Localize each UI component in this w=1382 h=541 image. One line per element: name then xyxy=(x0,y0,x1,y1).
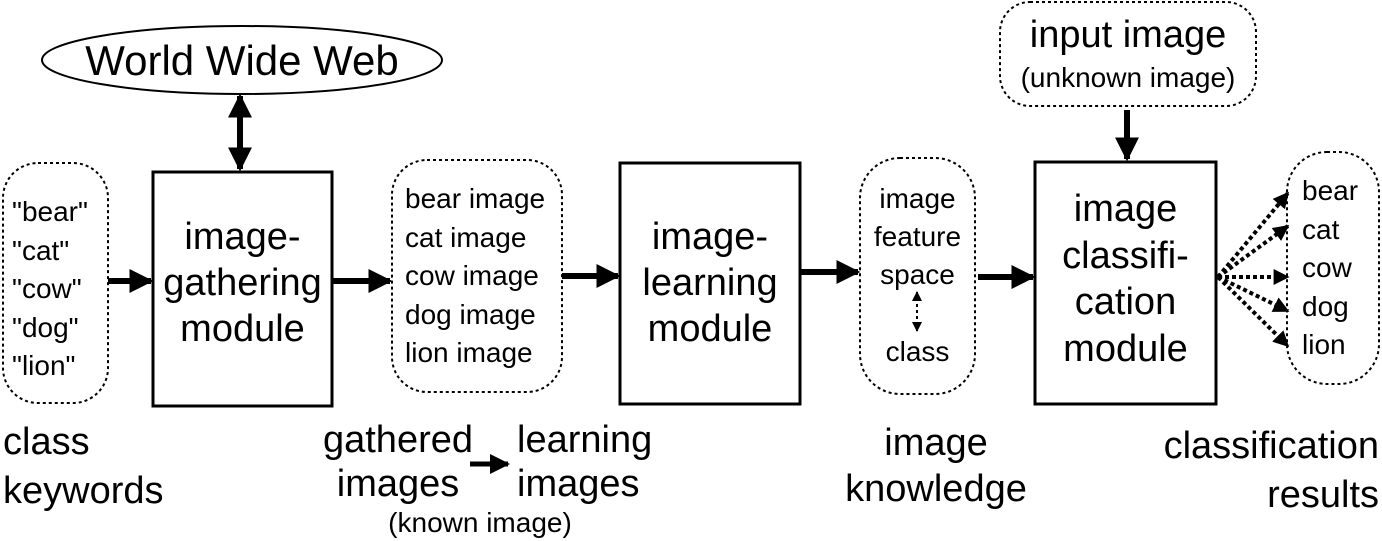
result-item: cat xyxy=(1302,213,1340,245)
result-arrow-bear xyxy=(1216,191,1290,279)
web-label: World Wide Web xyxy=(85,37,399,84)
gathered-image-item: lion image xyxy=(405,337,533,368)
keyword-item: "cat" xyxy=(12,234,70,266)
result-item: bear xyxy=(1302,175,1359,206)
gathered-images-list: bear image cat image cow image dog image… xyxy=(405,180,545,373)
keyword-item: "cow" xyxy=(12,273,82,304)
keyword-item: "bear" xyxy=(12,196,88,227)
input-image-box xyxy=(999,1,1257,107)
keywords-list: "bear" "cat" "cow" "dog" "lion" xyxy=(12,193,88,386)
results-box xyxy=(1286,151,1380,385)
keyword-item: "dog" xyxy=(12,311,79,343)
result-item: dog xyxy=(1302,290,1349,322)
caption-gathered-images: gathered images xyxy=(322,419,473,505)
result-item: lion xyxy=(1302,329,1346,360)
gathering-module-label: image- gathering module xyxy=(163,216,322,350)
result-arrow-cat xyxy=(1216,224,1290,279)
caption-class-keywords: class keywords xyxy=(3,421,164,512)
input-image-subtitle: (unknown image) xyxy=(1020,62,1236,93)
gathered-image-item: cat image xyxy=(405,221,527,253)
knowledge-feature-space: image feature space xyxy=(873,183,962,290)
classification-module-label: image classifi- cation module xyxy=(1062,188,1189,370)
gathered-image-item: dog image xyxy=(405,298,536,330)
result-arrow-lion xyxy=(1216,275,1290,348)
caption-classification-results: classification results xyxy=(1163,425,1379,516)
results-arrows xyxy=(1216,191,1290,348)
caption-learning-images: learning images xyxy=(517,419,653,505)
results-list: bear cat cow dog lion xyxy=(1302,172,1358,365)
result-item: cow xyxy=(1302,252,1352,283)
result-arrow-dog xyxy=(1217,275,1290,313)
gathered-image-item: bear image xyxy=(405,183,546,214)
input-image-title: input image xyxy=(1029,14,1227,56)
gathered-image-item: cow image xyxy=(405,260,539,291)
keyword-item: "lion" xyxy=(12,350,76,381)
learning-module-label: image- learning module xyxy=(642,216,778,350)
caption-known-image: (known image) xyxy=(388,507,572,538)
caption-image-knowledge: image knowledge xyxy=(845,422,1027,510)
knowledge-class: class xyxy=(885,336,950,367)
